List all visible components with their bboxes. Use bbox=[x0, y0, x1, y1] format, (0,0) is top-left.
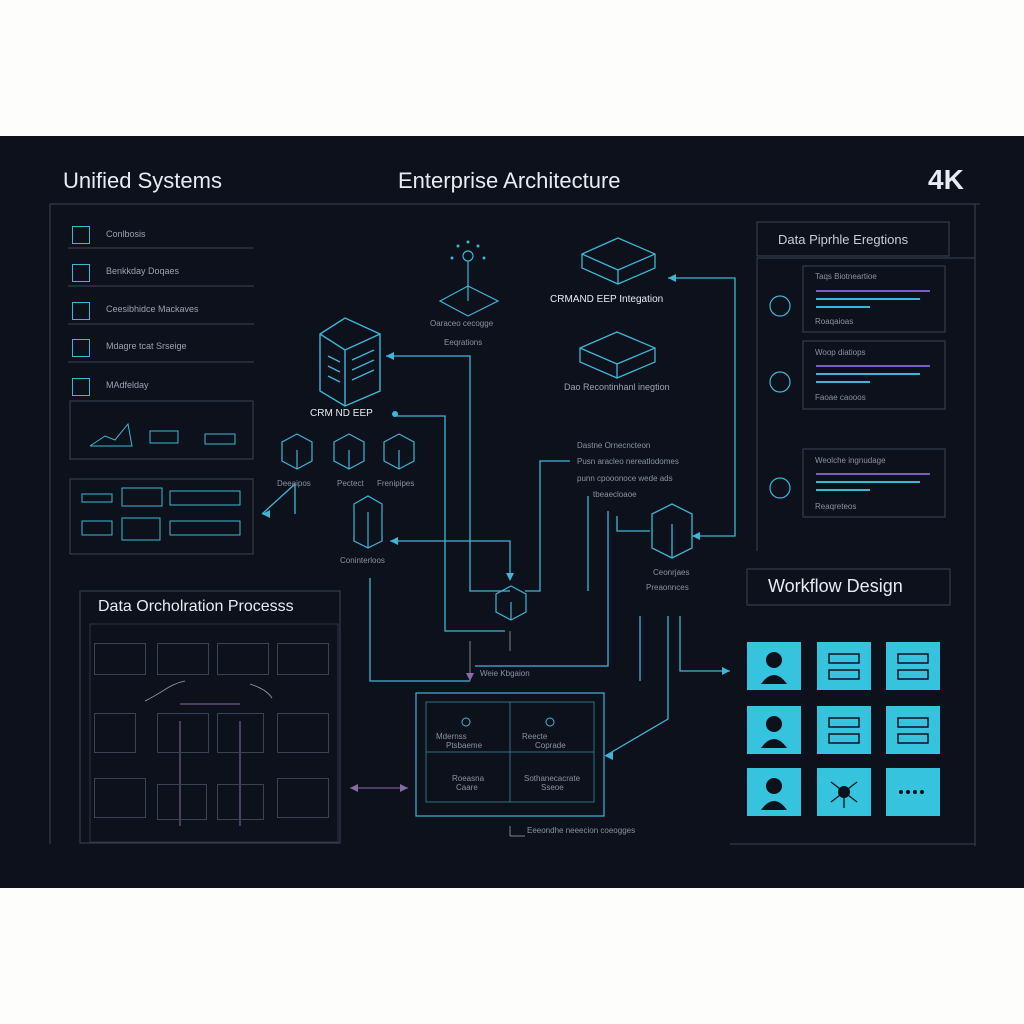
users-icon bbox=[72, 339, 90, 357]
note-line: punn cpooonoce wede ads bbox=[577, 474, 673, 483]
pipeline-title: Data Piprhle Eregtions bbox=[778, 232, 909, 247]
pipeline-card-footer: Reaqreteos bbox=[815, 502, 857, 511]
user-icon[interactable] bbox=[747, 768, 801, 816]
pipeline-card-title: Taqs Biotneartioe bbox=[815, 272, 877, 281]
process-icon bbox=[94, 643, 146, 675]
bar-chart-icon bbox=[72, 378, 90, 396]
note-line: Pusn aracleo nereatlodomes bbox=[577, 457, 679, 466]
mini-server-label: Coninterloos bbox=[340, 556, 385, 565]
grid-cell-sublabel: Sseoe bbox=[541, 783, 564, 792]
dots-icon[interactable] bbox=[886, 768, 940, 816]
orchestration-title: Data Orcholration Processs bbox=[98, 598, 294, 615]
user-icon[interactable] bbox=[747, 642, 801, 690]
process-icon bbox=[217, 643, 269, 675]
pipeline-card-footer: Roaqaioas bbox=[815, 317, 854, 326]
process-icon bbox=[157, 713, 209, 753]
user-icon[interactable] bbox=[747, 706, 801, 754]
cube-label: Deeaipos bbox=[277, 479, 311, 488]
grid-cell-sublabel: Coprade bbox=[535, 741, 566, 750]
hub-label: Weie Kbgaion bbox=[480, 669, 530, 678]
process-icon bbox=[217, 784, 264, 820]
top-node-caption-2: Eeqrations bbox=[444, 338, 483, 347]
pipeline-card-title: Weolche ingnudage bbox=[815, 456, 886, 465]
page-title-center: Enterprise Architecture bbox=[398, 168, 621, 193]
grid-cell-sublabel: Caare bbox=[456, 783, 478, 792]
server-label: CRM ND EEP bbox=[310, 408, 373, 419]
grid-cell-label: Reecte bbox=[522, 732, 548, 741]
process-icon bbox=[217, 713, 264, 753]
cube-label: Frenipipes bbox=[377, 479, 415, 488]
list-item-label: Benkkday Doqaes bbox=[106, 266, 180, 276]
list-item-label: MAdfelday bbox=[106, 380, 149, 390]
list-item-label: Conlbosis bbox=[106, 229, 146, 239]
bottom-caption: Eeeondhe neeecion coeogges bbox=[527, 826, 636, 835]
grid-cell-sublabel: Ptsbaeme bbox=[446, 741, 483, 750]
form-icon[interactable] bbox=[817, 642, 871, 690]
network-icon[interactable] bbox=[817, 768, 871, 816]
process-icon bbox=[157, 784, 207, 820]
form-icon[interactable] bbox=[817, 706, 871, 754]
building-icon bbox=[72, 302, 90, 320]
crm-node-label: CRMAND EEP Integation bbox=[550, 294, 664, 305]
chart-icon bbox=[72, 264, 90, 282]
top-node-caption: Oaraceo cecogge bbox=[430, 319, 494, 328]
list-item-label: Mdagre tcat Srseige bbox=[106, 341, 187, 351]
server-icon bbox=[319, 317, 381, 407]
grid-cell-label: Roeasna bbox=[452, 774, 485, 783]
grid-cell-label: Mdernss bbox=[436, 732, 467, 741]
server3-label: Ceonrjaes bbox=[653, 568, 690, 577]
data-node-label: Dao Recontinhanl inegtion bbox=[564, 382, 670, 392]
connector-layer bbox=[49, 203, 980, 846]
upload-icon bbox=[72, 226, 90, 244]
note-line: Dastne Ornecncteon bbox=[577, 441, 651, 450]
cube-label: Pectect bbox=[337, 479, 364, 488]
process-icon bbox=[277, 643, 329, 675]
process-icon bbox=[94, 778, 146, 818]
form-icon[interactable] bbox=[886, 642, 940, 690]
server3-label-2: Preaonnces bbox=[646, 583, 689, 592]
process-icon bbox=[94, 713, 136, 753]
form-icon[interactable] bbox=[886, 706, 940, 754]
list-item-label: Ceesibhidce Mackaves bbox=[106, 304, 199, 314]
page-title-left: Unified Systems bbox=[63, 168, 222, 193]
process-icon bbox=[277, 778, 329, 818]
grid-cell-label: Sothanecacrate bbox=[524, 774, 581, 783]
workflow-title: Workflow Design bbox=[768, 576, 903, 596]
diagram-panel: Unified Systems Enterprise Architecture … bbox=[0, 136, 1024, 888]
pipeline-card-title: Woop diatiops bbox=[815, 348, 866, 357]
note-line: tbeaecloaoe bbox=[593, 490, 637, 499]
resolution-badge: 4K bbox=[928, 164, 964, 195]
process-icon bbox=[277, 713, 329, 753]
process-icon bbox=[157, 643, 209, 675]
pipeline-card-footer: Faoae caooos bbox=[815, 393, 866, 402]
